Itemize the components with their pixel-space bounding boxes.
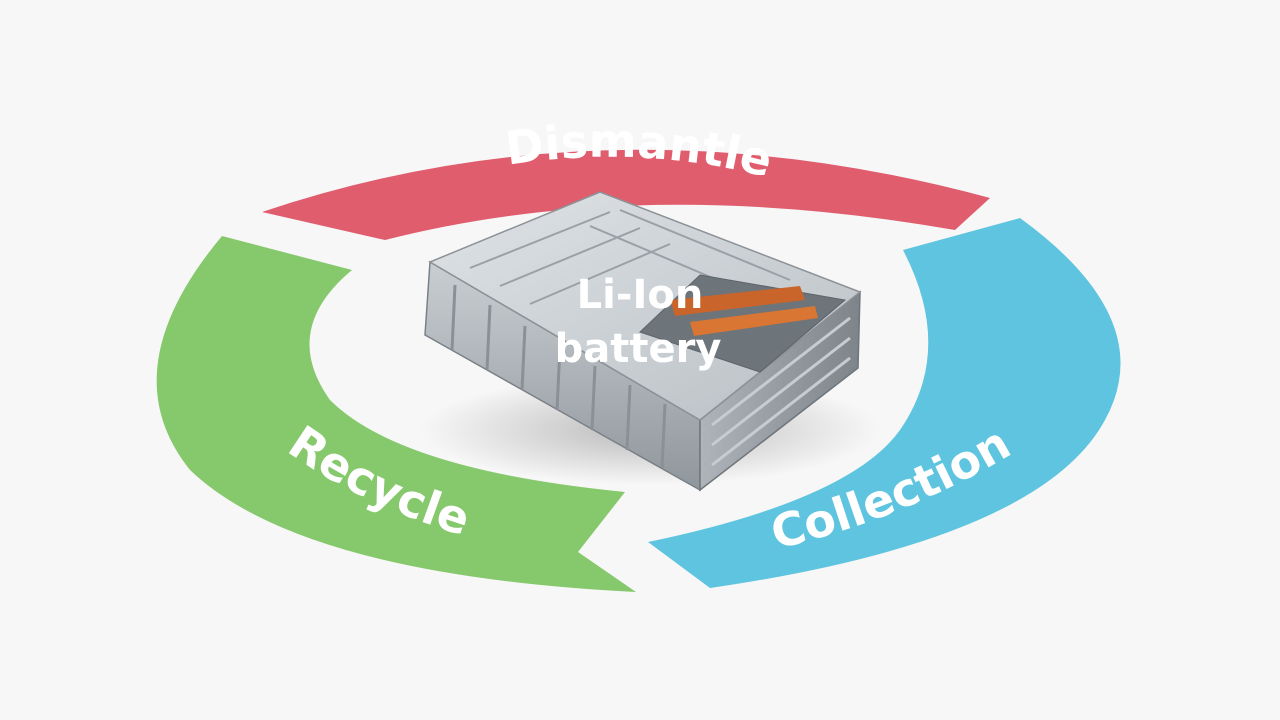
battery-pack-icon bbox=[420, 191, 880, 492]
center-label-line2: battery bbox=[555, 326, 722, 372]
dismantle-arrow-shape bbox=[262, 149, 990, 240]
recycle-arrow-shape bbox=[156, 236, 636, 592]
center-label: Li-Ion battery bbox=[555, 272, 722, 372]
dismantle-arrow: Dismantle bbox=[262, 114, 990, 240]
center-label-line1: Li-Ion bbox=[577, 272, 704, 318]
collection-arrow-shape bbox=[648, 218, 1121, 588]
